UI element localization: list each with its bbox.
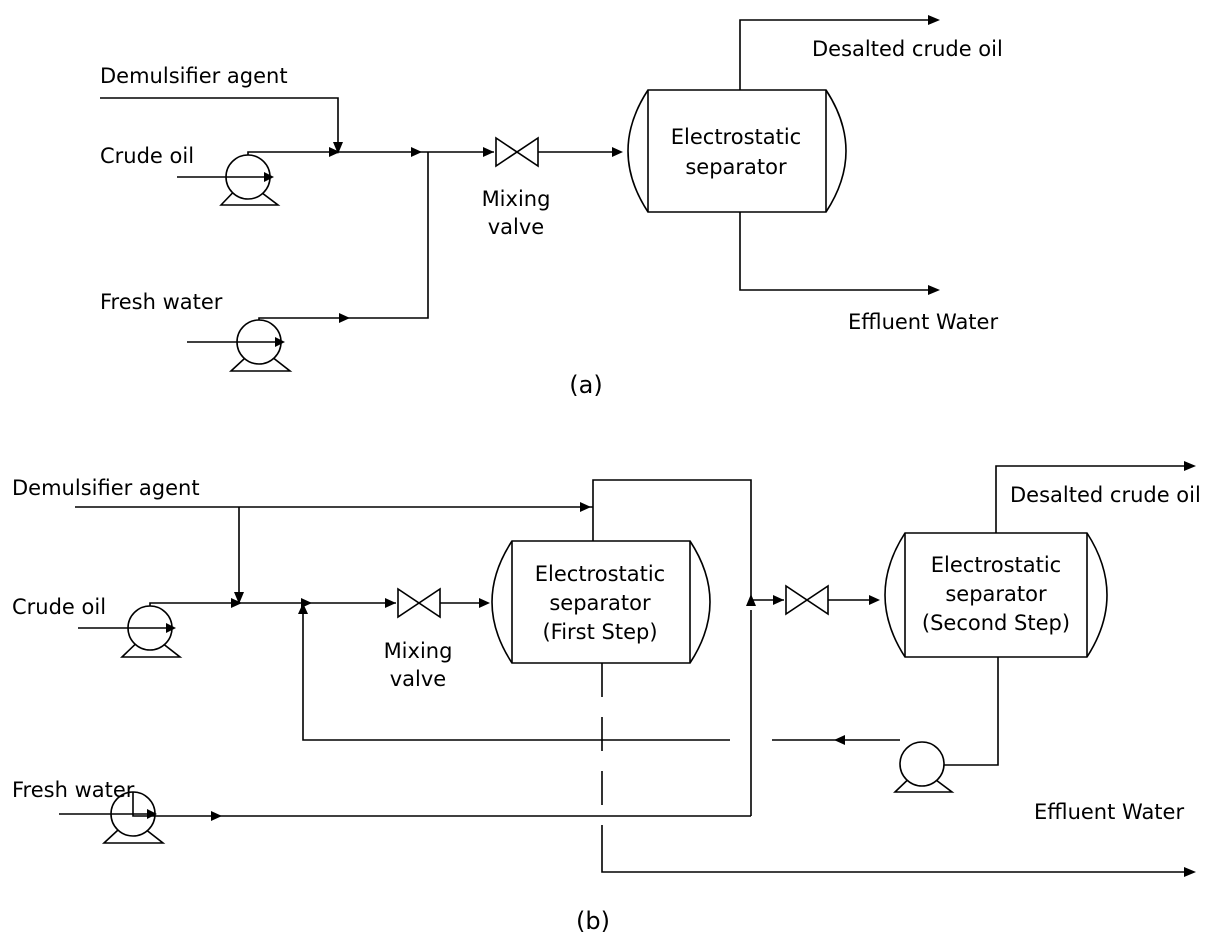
label-demulsifier-a: Demulsifier agent	[100, 64, 288, 88]
recycle-down-b	[938, 657, 999, 766]
panel-b: Demulsifier agent Crude oil Fresh water …	[12, 461, 1201, 935]
label-fresh-water-b: Fresh water	[12, 778, 135, 802]
label-crude-oil-a: Crude oil	[100, 144, 194, 168]
caption-a: (a)	[569, 371, 602, 399]
label-demulsifier-b: Demulsifier agent	[12, 476, 200, 500]
label-separator-a-1: Electrostatic	[671, 125, 801, 149]
arrowhead	[612, 147, 623, 157]
mixing-valve-b1	[397, 587, 441, 619]
arrowhead	[333, 142, 343, 154]
arrowhead	[869, 595, 880, 605]
label-mixing-valve-a-2: valve	[488, 215, 544, 239]
arrowhead	[1184, 867, 1196, 877]
arrowhead	[385, 598, 396, 608]
arrowhead	[231, 598, 242, 608]
arrowhead	[580, 502, 591, 512]
label-separator-b1-1: Electrostatic	[535, 562, 665, 586]
label-desalted-a: Desalted crude oil	[812, 37, 1003, 61]
desalted-line-a	[739, 19, 930, 90]
electrostatic-separator-b1	[491, 540, 711, 664]
label-separator-b2-3: (Second Step)	[922, 611, 1070, 635]
mixing-valve-a	[495, 136, 539, 168]
label-desalted-b: Desalted crude oil	[1010, 483, 1201, 507]
recycle-pump-b	[893, 741, 955, 793]
arrowhead	[166, 623, 176, 633]
panel-a: Demulsifier agent Crude oil Fresh water …	[100, 15, 1003, 399]
arrowhead	[211, 811, 222, 821]
crude-oil-pump-b	[120, 605, 183, 658]
arrowhead	[1184, 461, 1196, 471]
demulsifier-line-a	[100, 97, 339, 150]
arrowhead	[928, 285, 940, 295]
label-mixing-valve-b-1: Mixing	[384, 639, 453, 663]
arrowhead	[298, 603, 308, 614]
arrowhead	[234, 592, 244, 604]
label-separator-b2-2: separator	[945, 582, 1047, 606]
arrowhead	[773, 595, 784, 605]
electrostatic-separator-a	[627, 89, 847, 213]
label-separator-b1-3: (First Step)	[542, 620, 657, 644]
label-separator-b2-1: Electrostatic	[931, 553, 1061, 577]
arrowhead	[483, 147, 494, 157]
arrowhead	[275, 337, 285, 347]
effluent-line-a	[739, 212, 930, 291]
fresh-water-pump-a	[228, 319, 293, 372]
recycle-line-left-b	[302, 610, 730, 741]
arrowhead	[479, 598, 490, 608]
separator1-outlet-b	[592, 479, 752, 603]
arrowhead	[264, 172, 274, 182]
fresh-water-line-b	[132, 792, 751, 817]
arrowhead	[928, 15, 940, 25]
label-crude-oil-b: Crude oil	[12, 595, 106, 619]
arrowhead	[834, 735, 845, 745]
label-effluent-a: Effluent Water	[848, 310, 998, 334]
label-effluent-b: Effluent Water	[1034, 800, 1184, 824]
crude-oil-line-b	[149, 602, 396, 606]
mixing-valve-b2	[785, 584, 829, 616]
label-separator-a-2: separator	[685, 155, 787, 179]
effluent-line-b	[601, 855, 1185, 873]
arrowhead	[329, 147, 340, 157]
crude-oil-pump-a	[219, 154, 281, 206]
label-fresh-water-a: Fresh water	[100, 290, 223, 314]
caption-b: (b)	[576, 907, 610, 935]
desalted-line-b	[995, 465, 1185, 533]
label-mixing-valve-b-2: valve	[390, 667, 446, 691]
fresh-water-line-a	[258, 152, 429, 320]
electrostatic-separator-b2	[884, 532, 1108, 658]
label-separator-b1-2: separator	[549, 591, 651, 615]
arrowhead	[411, 147, 422, 157]
label-mixing-valve-a-1: Mixing	[482, 187, 551, 211]
arrowhead	[339, 313, 350, 323]
crude-oil-line-a	[247, 151, 494, 155]
